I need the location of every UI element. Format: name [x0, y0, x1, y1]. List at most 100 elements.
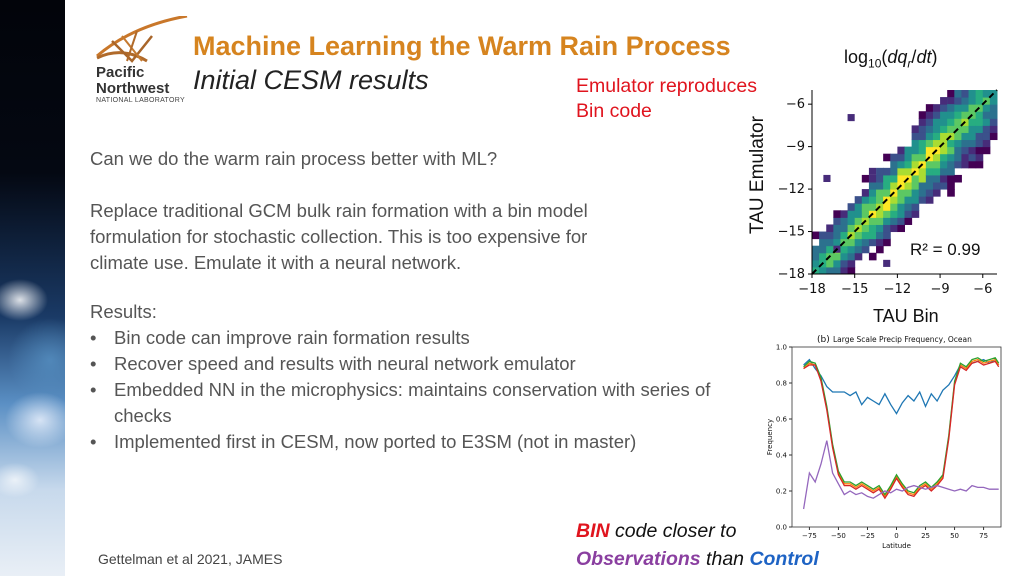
heatmap-cell — [982, 146, 991, 155]
heatmap-cell — [961, 125, 970, 133]
heatmap-cell — [982, 125, 991, 133]
heatmap-cell — [861, 196, 870, 204]
heatmap-cell — [989, 132, 998, 141]
heatmap-cell — [975, 111, 984, 119]
heatmap-cell — [961, 146, 970, 155]
heatmap-cell — [876, 231, 884, 240]
series-line — [803, 360, 1000, 500]
heatmap-cell — [947, 167, 955, 176]
heatmap-cell — [854, 196, 863, 204]
heatmap-cell — [918, 139, 927, 148]
heatmap-cell — [854, 210, 863, 218]
heatmap-cell — [954, 97, 962, 105]
heatmap-cell — [918, 153, 927, 162]
heatmap-cell — [897, 203, 905, 211]
heatmap-cell — [918, 167, 927, 176]
description-paragraph: Replace traditional GCM bulk rain format… — [90, 198, 588, 276]
heatmap-cell — [918, 118, 927, 126]
heatmap-cell — [911, 153, 920, 162]
heatmap-cell — [918, 189, 927, 197]
emulator-note-line1: Emulator reproduces — [576, 75, 758, 97]
heatmap-cell — [947, 118, 955, 126]
heatmap-cell — [932, 111, 941, 119]
heatmap-cell — [961, 132, 970, 141]
heatmap-cell — [883, 203, 891, 211]
heatmap-cell — [961, 153, 970, 162]
heatmap-cell — [819, 245, 827, 254]
series-line — [803, 358, 1000, 498]
heatmap-cell — [975, 160, 984, 169]
heatmap-cell — [940, 174, 948, 183]
heatmap-title: log10(dqr/dt) — [844, 47, 938, 71]
heatmap-cell — [925, 118, 934, 126]
heatmap-cell — [868, 217, 877, 225]
heatmap-cell — [833, 231, 841, 240]
series-line — [803, 358, 1000, 415]
heatmap-cell — [961, 90, 970, 98]
heatmap-cell — [854, 252, 863, 261]
heatmap-cell — [823, 174, 831, 182]
heatmap-cell — [876, 189, 884, 197]
heatmap-cell — [989, 125, 998, 133]
result-item: Implemented first in CESM, now ported to… — [90, 429, 754, 455]
heatmap-cell — [932, 153, 941, 162]
heatmap-cell — [925, 182, 934, 190]
heatmap-cell — [954, 118, 962, 126]
heatmap-cell — [854, 231, 863, 240]
heatmap-cell — [826, 224, 834, 233]
heatmap-cell — [904, 167, 913, 176]
logo-line1: Pacific — [96, 64, 145, 81]
heatmap-cell — [876, 174, 884, 183]
heatmap-cell — [868, 238, 877, 247]
heatmap-cell — [925, 125, 934, 133]
heatmap-cell — [847, 259, 856, 268]
heatmap-cell — [876, 245, 884, 254]
heatmap-cell — [918, 174, 927, 183]
heatmap-cell — [868, 203, 877, 211]
x-axis-label: Latitude — [882, 542, 911, 550]
heatmap-cell — [861, 231, 870, 240]
x-tick-label: 25 — [921, 532, 930, 540]
heatmap-cell — [883, 217, 891, 225]
heatmap-cell — [861, 210, 870, 218]
heatmap-cell — [975, 97, 984, 105]
heatmap-cell — [925, 174, 934, 183]
heatmap-cell — [932, 160, 941, 169]
heatmap-cell — [954, 111, 962, 119]
heatmap-cell — [940, 132, 948, 141]
heatmap-cell — [897, 160, 905, 169]
heatmap-cell — [989, 118, 998, 126]
heatmap-cell — [890, 203, 898, 211]
heatmap-cell — [911, 146, 920, 155]
heatmap-cell — [954, 153, 962, 162]
heatmap-cell — [840, 252, 849, 261]
heatmap-cell — [911, 203, 920, 211]
heatmap-cell — [904, 203, 913, 211]
heatmap-cell — [925, 167, 934, 176]
heatmap-cell — [826, 231, 834, 240]
heatmap-cell — [883, 153, 891, 162]
heatmap-cell — [975, 90, 984, 98]
heatmap-cell — [904, 146, 913, 155]
heatmap-cell — [968, 104, 977, 112]
heatmap-cell — [847, 266, 856, 275]
heatmap-cell — [904, 160, 913, 169]
heatmap-cell — [876, 210, 884, 218]
heatmap-cell — [897, 167, 905, 176]
bin-note: BIN code closer to Observations than Con… — [576, 517, 819, 573]
heatmap-cell — [989, 111, 998, 119]
heatmap-cell — [840, 231, 849, 240]
heatmap-cell — [890, 160, 898, 169]
result-item: Recover speed and results with neural ne… — [90, 351, 754, 377]
question-text: Can we do the warm rain process better w… — [90, 148, 498, 169]
panel-label: (b) — [817, 335, 830, 345]
y-tick-label: −12 — [778, 182, 805, 197]
slide-subtitle: Initial CESM results — [193, 65, 429, 95]
y-tick-label: 0.2 — [776, 488, 787, 496]
heatmap-cell — [904, 189, 913, 197]
heatmap-cell — [911, 139, 920, 148]
heatmap-cell — [918, 132, 927, 141]
than-word: than — [700, 548, 750, 570]
heatmap-cell — [868, 224, 877, 233]
heatmap-cell — [812, 245, 820, 254]
